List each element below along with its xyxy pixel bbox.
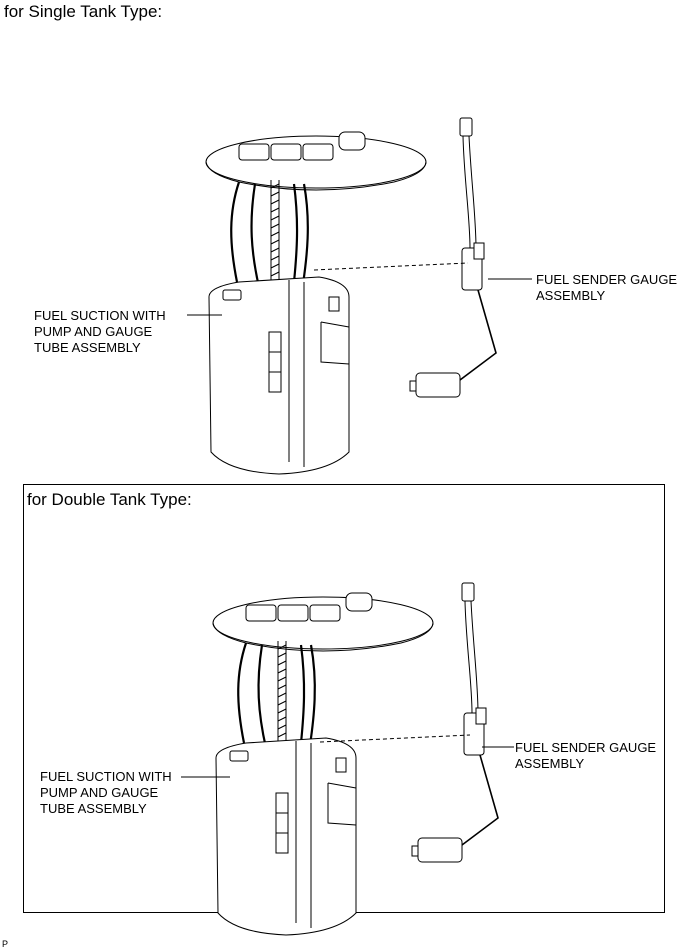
double-pump-label: FUEL SUCTION WITH PUMP AND GAUGE TUBE AS… [40,769,172,816]
single-pump-label: FUEL SUCTION WITH PUMP AND GAUGE TUBE AS… [34,308,166,355]
single-tank-heading: for Single Tank Type: [4,2,163,21]
footer-code: P [2,939,9,949]
double-tank-heading: for Double Tank Type: [27,490,192,509]
single-sender-label: FUEL SENDER GAUGE ASSEMBLY [536,272,678,303]
double-sender-label: FUEL SENDER GAUGE ASSEMBLY [515,740,657,771]
